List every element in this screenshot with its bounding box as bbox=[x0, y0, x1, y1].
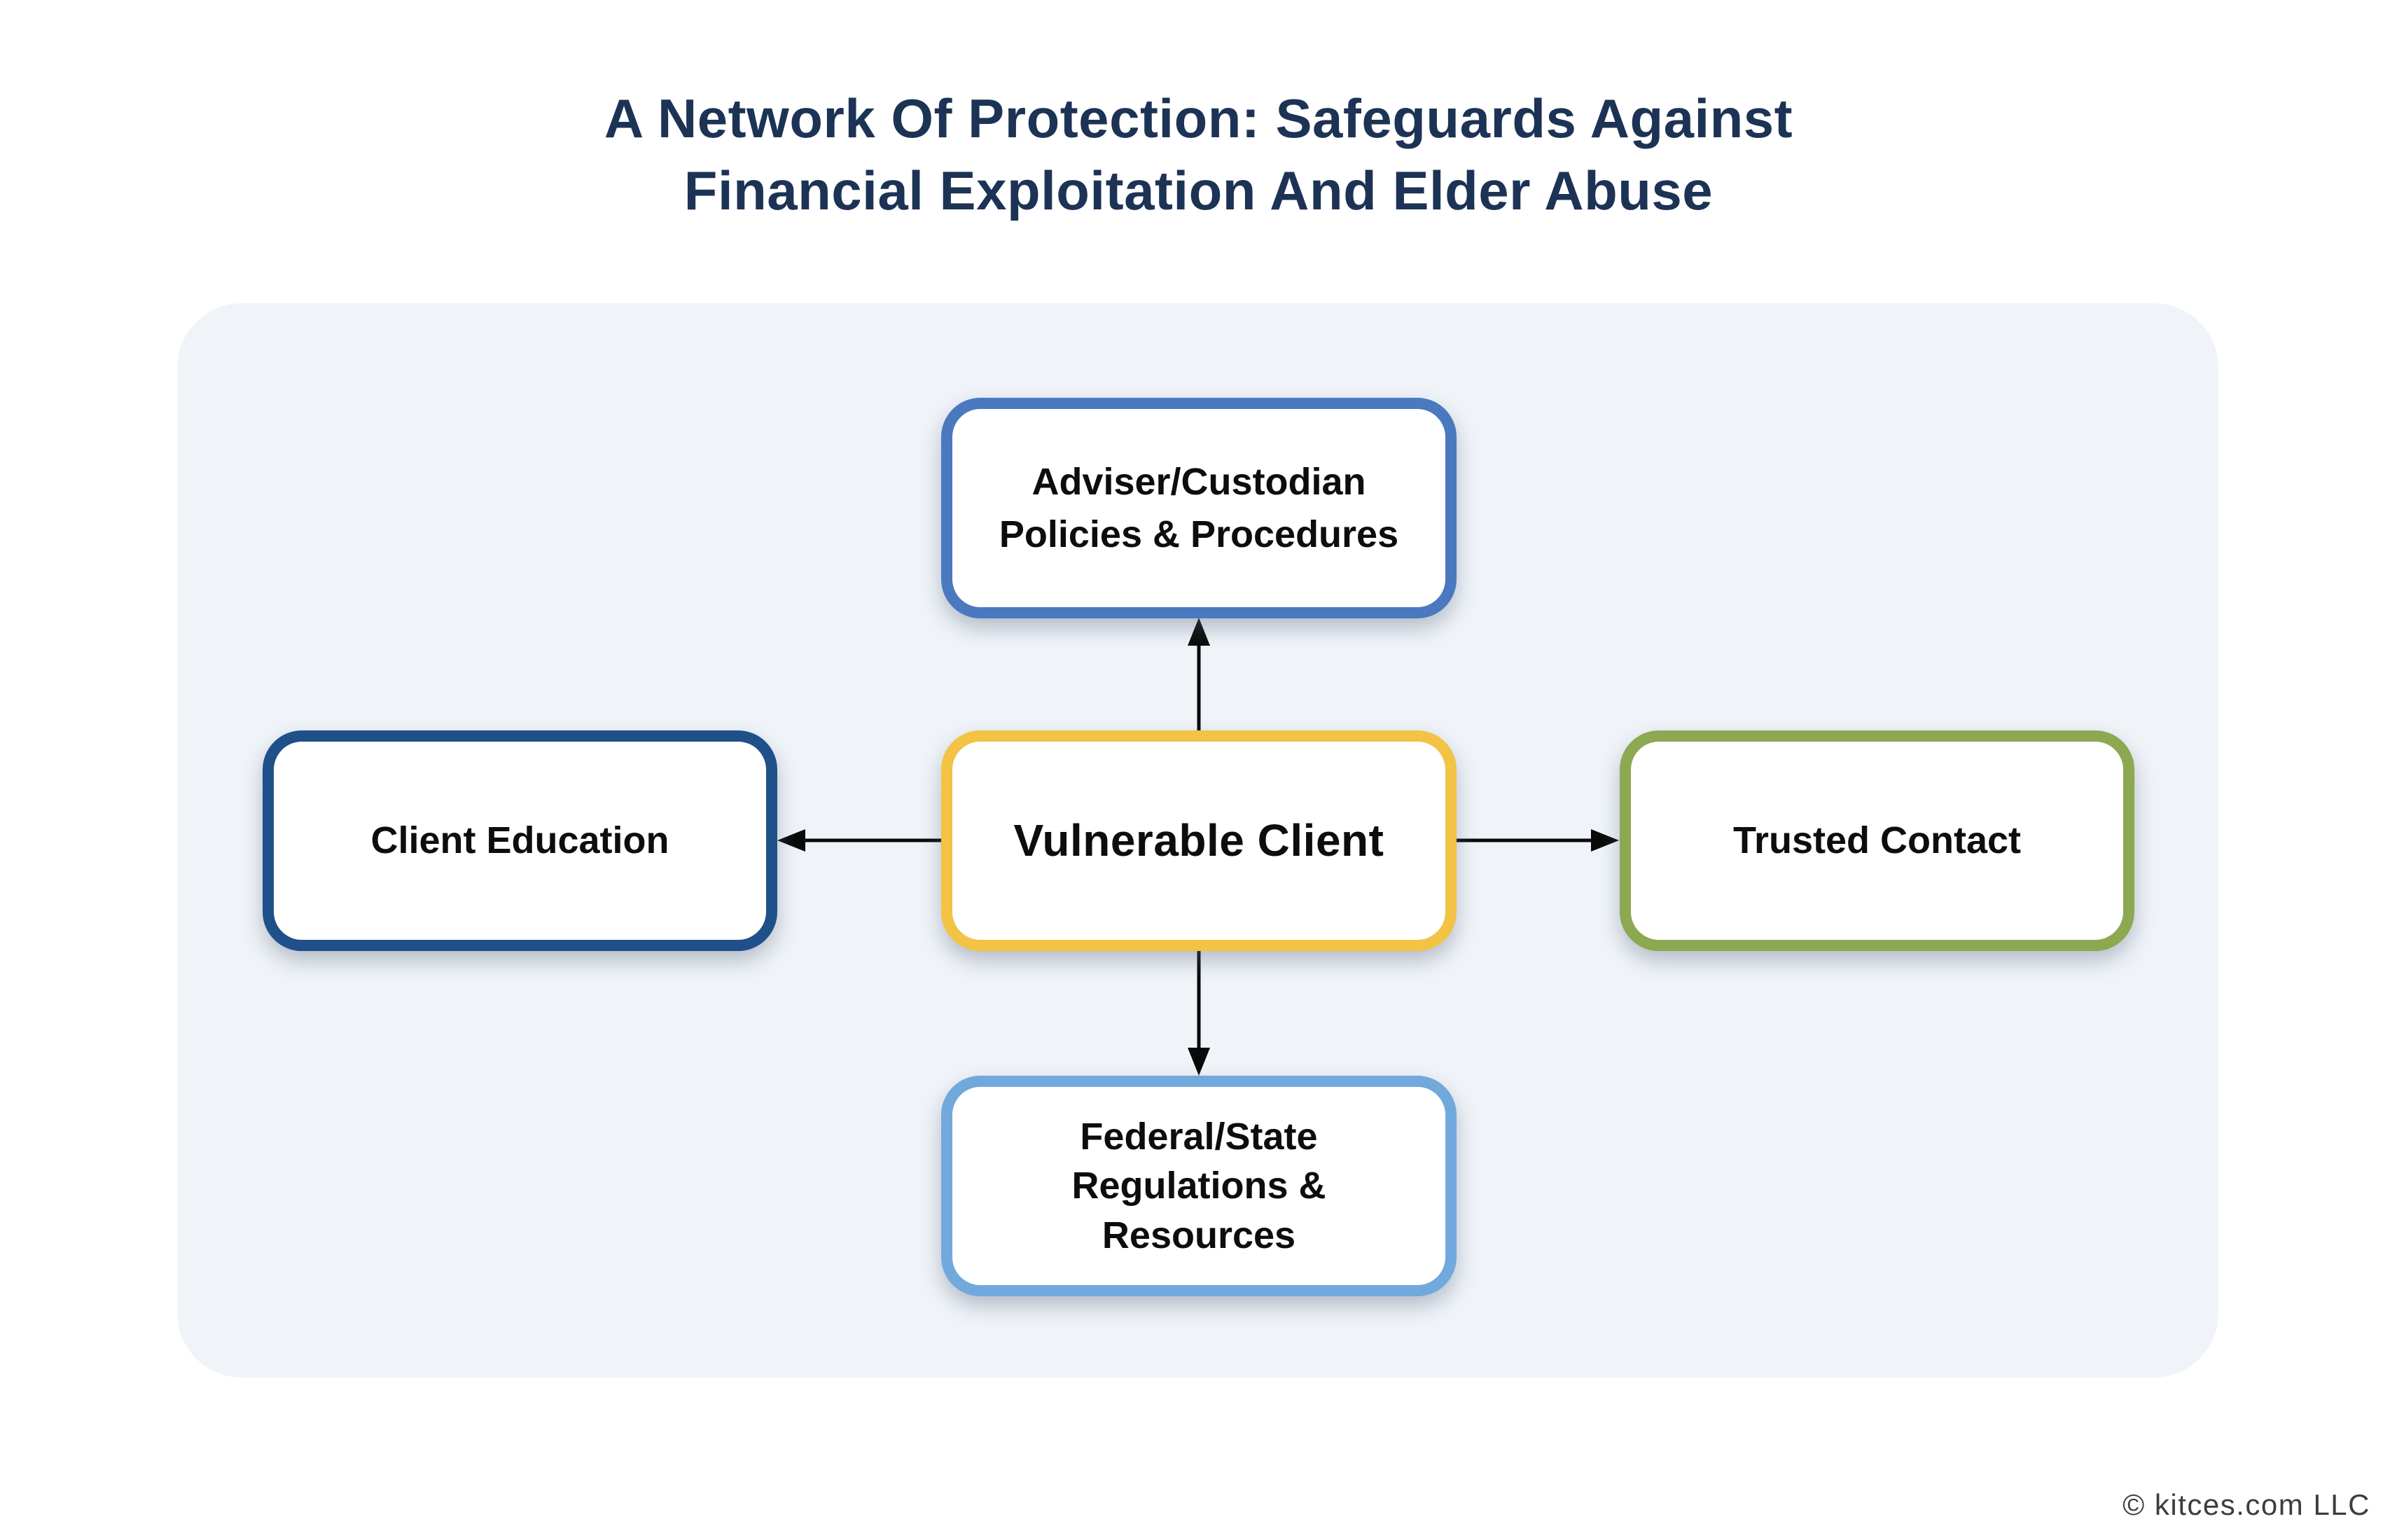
arrow-up-connector bbox=[1183, 616, 1214, 735]
box-label-line: Trusted Contact bbox=[1732, 819, 2022, 862]
page-title-line-2: Financial Exploitation And Elder Abuse bbox=[683, 159, 1714, 221]
box-adviser-custodian-policies: Adviser/Custodian Policies & Procedures bbox=[941, 398, 1457, 618]
box-label-line: Vulnerable Client bbox=[1013, 815, 1384, 866]
copyright-notice: © kitces.com LLC bbox=[2122, 1488, 2370, 1521]
box-vulnerable-client: Vulnerable Client bbox=[941, 730, 1457, 951]
box-trusted-contact: Trusted Contact bbox=[1620, 730, 2134, 951]
box-label-line: Resources bbox=[1102, 1214, 1296, 1256]
box-label-line: Policies & Procedures bbox=[999, 513, 1399, 555]
page-title: A Network Of Protection: Safeguards Agai… bbox=[0, 83, 2397, 227]
box-label-line: Federal/State bbox=[1080, 1116, 1318, 1158]
arrow-left-connector bbox=[776, 825, 944, 856]
arrow-right-connector bbox=[1454, 825, 1620, 856]
box-label-line: Adviser/Custodian bbox=[1031, 460, 1366, 503]
box-label-line: Client Education bbox=[370, 819, 669, 862]
arrow-down-connector bbox=[1183, 950, 1214, 1077]
box-label-line: Regulations & bbox=[1071, 1165, 1326, 1207]
box-client-education: Client Education bbox=[263, 730, 777, 951]
page-title-line-1: A Network Of Protection: Safeguards Agai… bbox=[604, 88, 1793, 149]
box-federal-state-regulations: Federal/State Regulations & Resources bbox=[941, 1076, 1457, 1296]
